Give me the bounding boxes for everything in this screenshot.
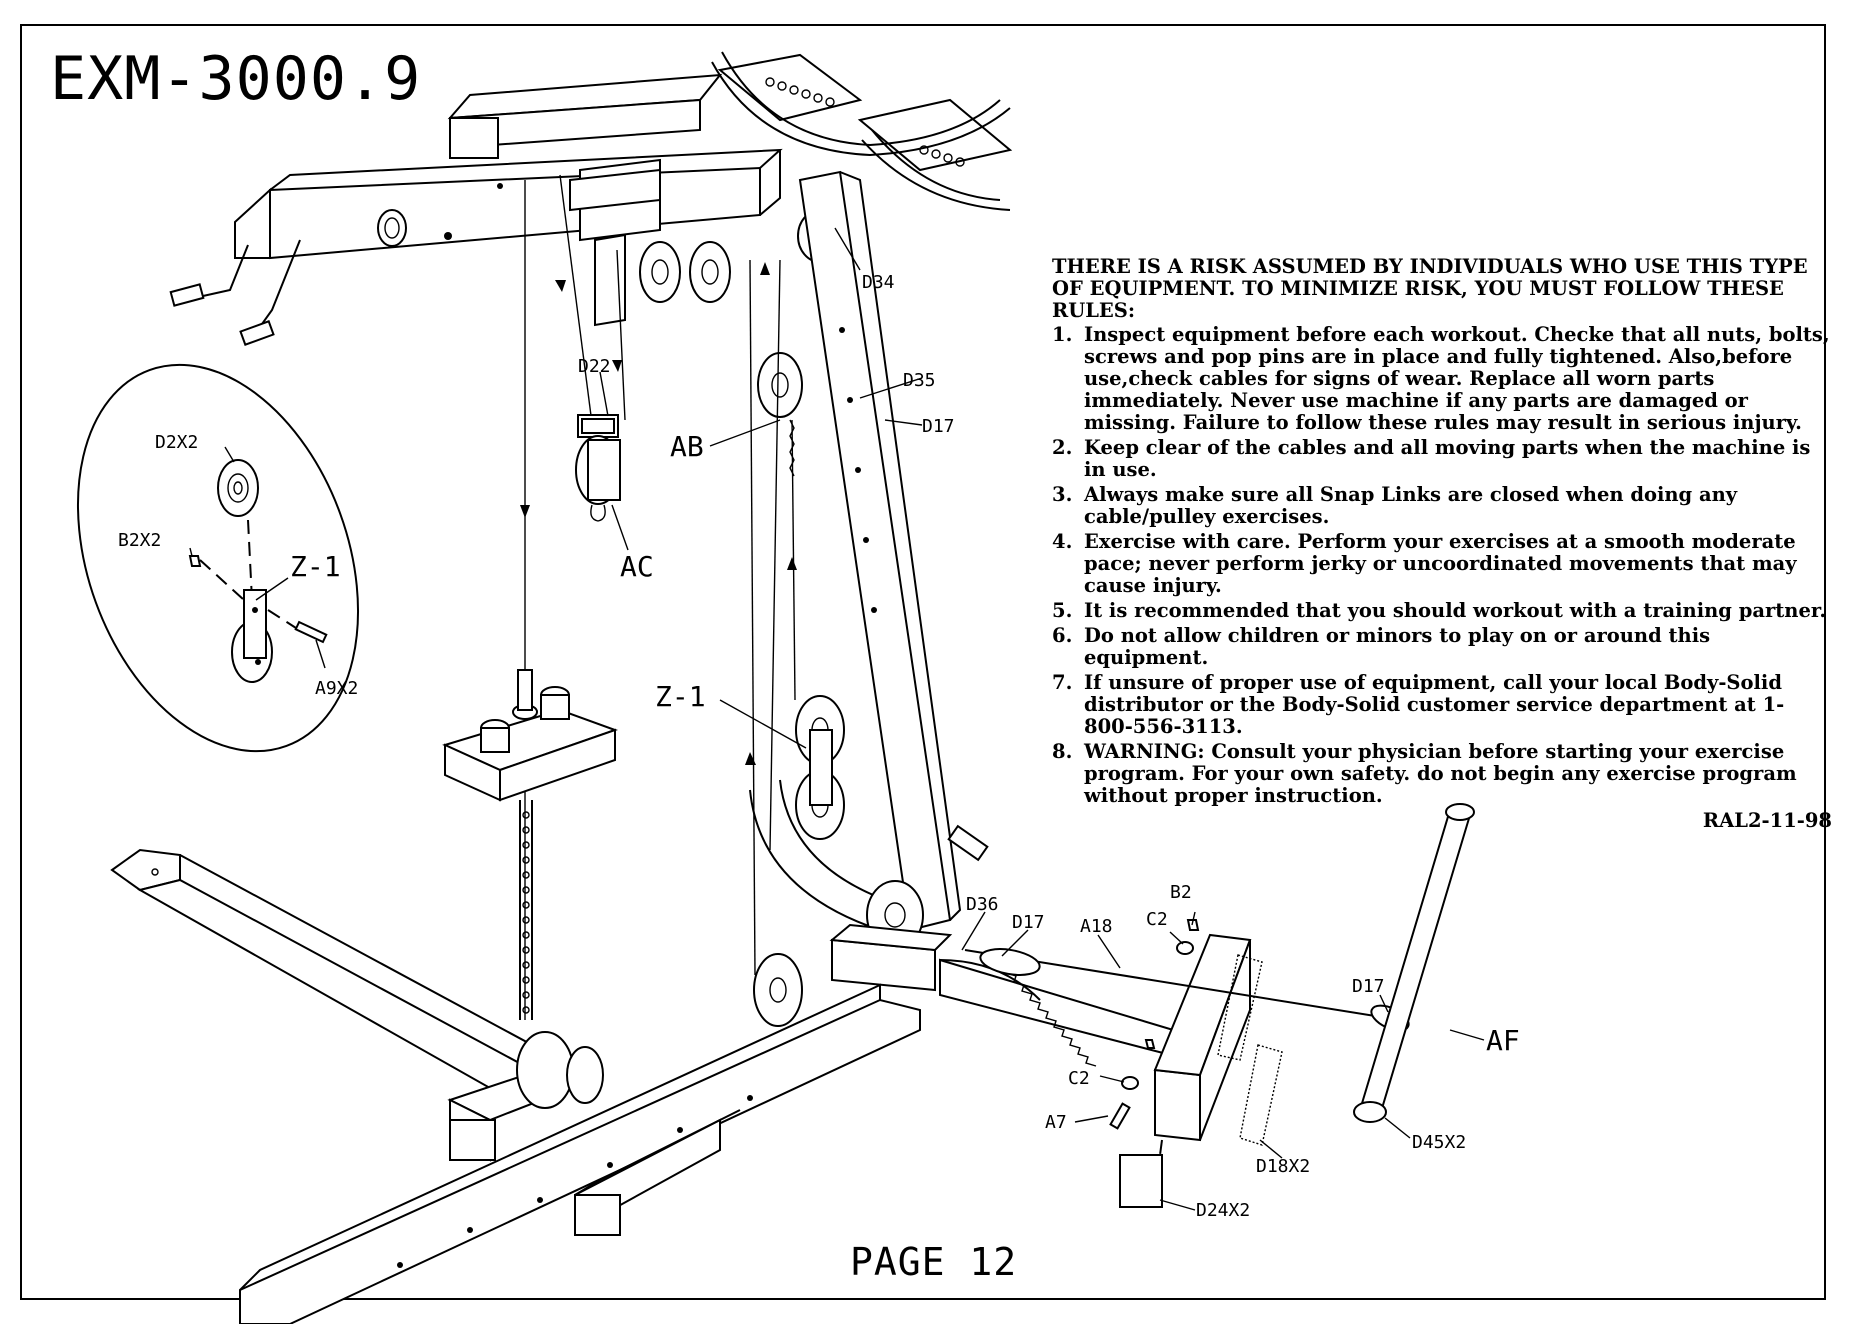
leader-lines [189,227,1485,1211]
label-z1-inset: Z-1 [290,550,341,583]
label-z1-main: Z-1 [655,680,706,713]
rule-item: 5.It is recommended that you should work… [1052,599,1827,622]
reference-code: RAL2-11-98 [1702,809,1832,832]
warning-header: THERE IS A RISK ASSUMED BY INDIVIDUALS W… [1052,255,1808,322]
d22-pulley-assembly [575,414,621,522]
label-a18: A18 [1080,916,1113,937]
rule-item: 3.Always make sure all Snap Links are cl… [1052,483,1738,528]
label-a9x2: A9X2 [315,678,358,699]
rule-item: 8.WARNING: Consult your physician before… [1052,740,1797,807]
label-d18x2: D18X2 [1256,1156,1310,1177]
rule-item: 4.Exercise with care. Perform your exerc… [1052,530,1797,597]
rule-item: 2.Keep clear of the cables and all movin… [1052,436,1811,481]
label-d17-top: D17 [922,416,955,437]
label-af: AF [1486,1024,1520,1057]
safety-warning: THERE IS A RISK ASSUMED BY INDIVIDUALS W… [1052,256,1832,832]
label-d24x2: D24X2 [1196,1200,1250,1221]
label-d17-right: D17 [1352,976,1385,997]
cables [520,174,797,1020]
model-title: EXM-3000.9 [50,44,422,114]
leg-developer [964,803,1475,1208]
main-upright [749,170,989,1027]
label-d34: D34 [862,272,895,293]
page-border [20,24,1826,1300]
label-b2x2: B2X2 [118,530,161,551]
weight-stack-top [442,669,618,1020]
rule-item: 7.If unsure of proper use of equipment, … [1052,671,1785,738]
label-d2x2: D2X2 [155,432,198,453]
label-d35: D35 [903,370,936,391]
label-d17-mid: D17 [1012,912,1045,933]
rule-item: 1.Inspect equipment before each workout.… [1052,323,1830,434]
label-a7: A7 [1045,1112,1067,1133]
page-number: PAGE 12 [850,1240,1018,1284]
label-d36: D36 [966,894,999,915]
rule-item: 6.Do not allow children or minors to pla… [1052,624,1711,669]
label-d45x2: D45X2 [1412,1132,1466,1153]
label-b2: B2 [1170,882,1192,903]
label-ac: AC [620,550,654,583]
label-c2-bottom: C2 [1068,1068,1090,1089]
label-c2-top: C2 [1146,909,1168,930]
rules-list: 1.Inspect equipment before each workout.… [1052,324,1832,807]
label-d22: D22 [578,356,611,377]
top-arm-assembly [169,51,1013,346]
label-ab: AB [670,430,704,463]
inset-detail [76,363,360,753]
part-labels: D34 D22 D35 D17 AB AC D2X2 B2X2 Z-1 A9X2… [118,272,1520,1221]
base-frame [110,848,1191,1324]
